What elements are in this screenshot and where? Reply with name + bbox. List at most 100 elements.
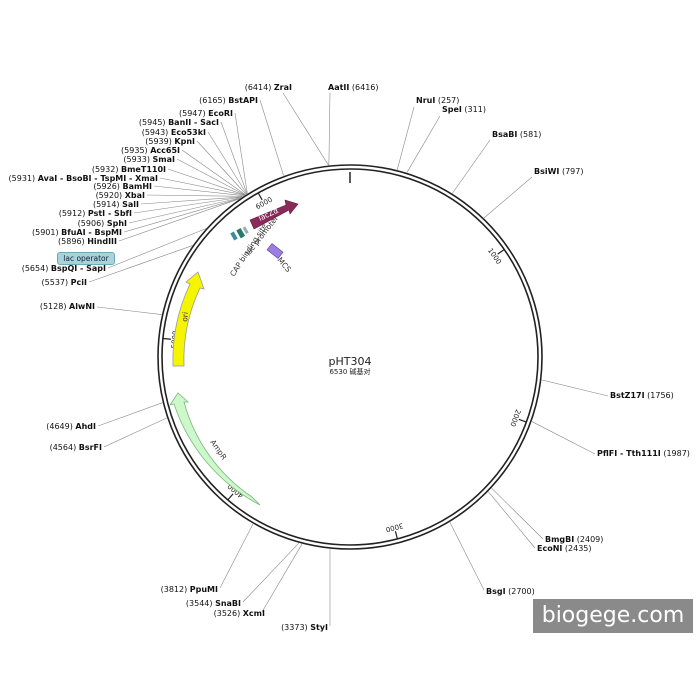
site-leader-line: [541, 379, 609, 397]
site-position: (5932): [92, 165, 121, 174]
site-leader-line: [133, 196, 242, 214]
site-position: (3526): [214, 609, 243, 618]
site-name: SmaI: [153, 155, 175, 164]
restriction-site-label: (5926) BamHI: [93, 182, 152, 191]
site-name: KpnI: [174, 137, 195, 146]
restriction-site-label: (5896) HindIII: [58, 237, 117, 246]
restriction-site-label: (5935) Acc65I: [121, 146, 180, 155]
site-position: (5935): [121, 146, 150, 155]
site-position: (5537): [42, 278, 71, 287]
plasmid-length: 6530 碱基对: [329, 367, 370, 376]
restriction-site-label: (5901) BfuAI - BspMI: [32, 228, 122, 237]
restriction-site-label: (5932) BmeT110I: [92, 165, 166, 174]
restriction-site-label: BsgI (2700): [486, 587, 535, 596]
site-name: HindIII: [87, 237, 117, 246]
site-name: BsaBI: [492, 130, 517, 139]
site-name: SalI: [122, 200, 139, 209]
site-leader-line: [491, 487, 544, 540]
site-position: (5947): [179, 109, 208, 118]
tick-label: 1000: [486, 247, 503, 266]
restriction-site-label: AatII (6416): [328, 83, 379, 92]
site-name: EcoNI: [537, 544, 562, 553]
site-position: (4649): [46, 422, 75, 431]
restriction-site-label: SpeI (311): [442, 105, 486, 114]
site-leader-line: [196, 140, 247, 195]
site-name: PstI - SbfI: [88, 209, 132, 218]
lac-operator-mark: [230, 231, 238, 241]
restriction-site-label: BsaBI (581): [492, 130, 541, 139]
site-name: SpeI: [442, 105, 462, 114]
restriction-site-label: (3526) XcmI: [214, 609, 265, 618]
site-name: AhdI: [75, 422, 96, 431]
tick-label: 2000: [508, 408, 522, 427]
site-name: StyI: [310, 623, 328, 632]
site-leader-lines: [88, 92, 609, 627]
restriction-site-label: (5947) EcoRI: [179, 109, 233, 118]
site-name: BstAPI: [228, 96, 258, 105]
site-position: (5945): [139, 118, 168, 127]
site-leader-line: [153, 185, 245, 196]
site-position: (5926): [93, 182, 122, 191]
mcs-feature: [266, 243, 284, 259]
site-leader-line: [396, 106, 415, 170]
site-leader-line: [159, 177, 245, 196]
site-name: BsiWI: [534, 167, 559, 176]
site-position: (2409): [574, 535, 603, 544]
site-name: BmgBI: [545, 535, 574, 544]
lacza-feature: [249, 199, 299, 230]
site-name: SnaBI: [215, 599, 241, 608]
site-leader-line: [234, 112, 248, 194]
site-leader-line: [103, 417, 167, 448]
restriction-site-label: (5128) AlwNI: [40, 302, 95, 311]
site-position: (5939): [145, 137, 174, 146]
site-name: BmeT110I: [121, 165, 166, 174]
lac-operator-badge: lac operator: [57, 252, 115, 265]
restriction-site-label: (5933) SmaI: [123, 155, 175, 164]
site-leader-line: [406, 115, 441, 173]
site-position: (5901): [32, 228, 61, 237]
restriction-site-label: (5945) BanII - SacI: [139, 118, 219, 127]
restriction-site-label: (5537) PciI: [42, 278, 88, 287]
restriction-site-label: NruI (257): [416, 96, 459, 105]
site-name: XcmI: [243, 609, 265, 618]
tick-mark: [227, 493, 234, 501]
site-leader-line: [259, 99, 284, 176]
restriction-site-label: (5931) AvaI - BsoBI - TspMI - XmaI: [9, 174, 158, 183]
site-position: (5654): [22, 264, 51, 273]
site-position: (6165): [199, 96, 228, 105]
restriction-site-label: (5912) PstI - SbfI: [59, 209, 132, 218]
site-position: (5914): [93, 200, 122, 209]
ori-label: ori: [180, 311, 190, 322]
site-position: (5943): [142, 128, 171, 137]
restriction-site-label: BstZ17I (1756): [610, 391, 674, 400]
site-leader-line: [219, 523, 254, 589]
restriction-site-label: EcoNI (2435): [537, 544, 592, 553]
restriction-site-label: (5920) XbaI: [96, 191, 145, 200]
site-leader-line: [128, 197, 242, 224]
tick-label: 3000: [385, 521, 404, 533]
restriction-site-label: (6414) ZraI: [245, 83, 292, 92]
restriction-site-label: (4564) BsrFI: [50, 443, 102, 452]
site-leader-line: [328, 92, 331, 166]
site-name: AvaI - BsoBI - TspMI - XmaI: [38, 174, 158, 183]
ampr-feature: [169, 392, 261, 506]
site-position: (1756): [645, 391, 674, 400]
site-name: BsrFI: [79, 443, 102, 452]
site-position: (3373): [281, 623, 310, 632]
restriction-site-label: (3544) SnaBI: [186, 599, 241, 608]
tick-mark: [394, 531, 398, 540]
restriction-site-label: (5906) SphI: [78, 219, 127, 228]
site-leader-line: [181, 149, 246, 196]
site-name: PpuMI: [190, 585, 218, 594]
backbone-inner: [161, 168, 539, 546]
site-leader-line: [123, 197, 241, 233]
restriction-site-label: (5939) KpnI: [145, 137, 195, 146]
site-position: (257): [435, 96, 459, 105]
site-name: BamHI: [122, 182, 152, 191]
restriction-site-label: BmgBI (2409): [545, 535, 603, 544]
site-leader-line: [449, 522, 485, 591]
site-position: (5931): [9, 174, 38, 183]
restriction-site-label: PflFI - Tth111I (1987): [597, 449, 690, 458]
site-leader-line: [488, 491, 536, 549]
